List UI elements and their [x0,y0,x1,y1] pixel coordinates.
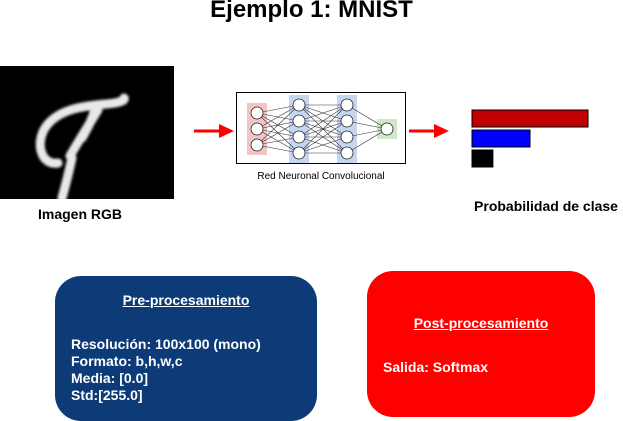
arrow-right-icon [409,124,449,138]
preprocessing-resolution: Resolución: 100x100 (mono) [71,336,261,352]
connection-line [256,104,300,114]
preprocessing-format: Formato: b,h,w,c [71,353,183,369]
connection-line [298,104,348,122]
probability-bar [471,149,494,168]
connection-line [298,104,348,154]
connection-line [346,104,388,130]
neuron [292,98,306,112]
connection-line [346,128,388,154]
connection-line [256,104,300,130]
layer-band [289,95,309,163]
connection-line [298,104,348,138]
neuron [340,114,354,128]
network-label: Red Neuronal Convolucional [257,171,385,182]
preprocessing-panel: Pre-procesamiento Resolución: 100x100 (m… [55,276,317,421]
neuron [380,122,394,136]
connection-line [298,120,348,154]
page-title: Ejemplo 1: MNIST [210,0,413,23]
probability-bar [471,129,531,148]
neuron [292,130,306,144]
digit-image [0,66,174,203]
neural-network-graph [247,95,397,163]
neuron [340,130,354,144]
preprocessing-title: Pre-procesamiento [122,292,250,308]
connection-line [256,120,300,146]
output-label: Probabilidad de clase [474,198,618,214]
connection-line [346,128,388,138]
preprocessing-std: Std:[255.0] [71,387,143,403]
arrow-right-icon [194,124,234,138]
digit-nine-glyph [35,93,129,203]
probability-bar [471,109,589,128]
preprocessing-mean: Media: [0.0] [71,370,149,386]
input-label: Imagen RGB [37,206,122,222]
neuron [250,138,264,152]
connection-line [256,144,300,154]
neuron [340,146,354,160]
postprocessing-panel: Post-procesamiento Salida: Softmax [367,271,595,417]
class-probability-bars [471,109,589,168]
connection-line [256,104,300,146]
neuron [250,106,264,120]
postprocessing-output: Salida: Softmax [383,359,489,375]
connection-line [346,120,388,130]
neuron [292,146,306,160]
neuron [250,122,264,136]
connection-line [256,136,300,146]
postprocessing-title: Post-procesamiento [413,315,549,331]
layer-band [337,95,357,163]
neural-network-diagram [236,92,406,164]
neuron [292,114,306,128]
connection-line [298,136,348,154]
neuron [340,98,354,112]
